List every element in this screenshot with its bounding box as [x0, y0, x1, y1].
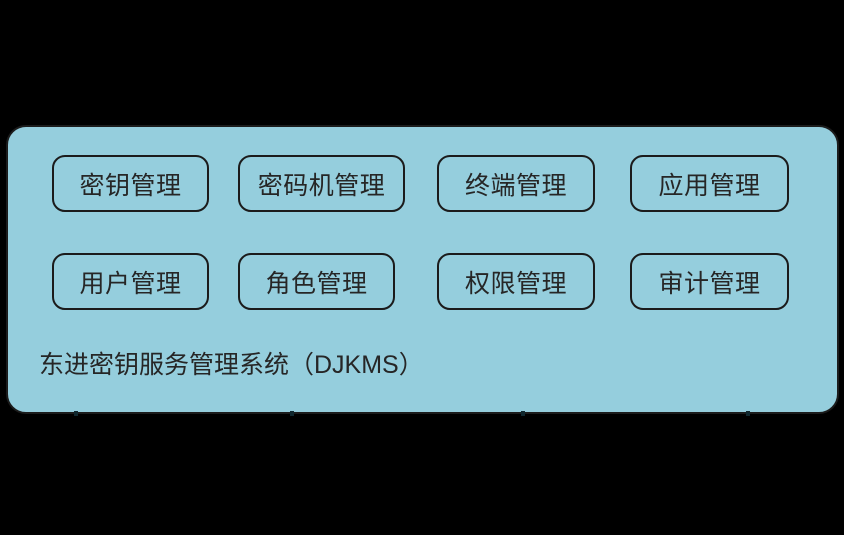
module-box-terminal-management: 终端管理 [437, 155, 595, 212]
module-box-application-management: 应用管理 [630, 155, 789, 212]
module-label-cipher-machine-management: 密码机管理 [257, 171, 386, 200]
module-box-user-management: 用户管理 [52, 253, 209, 310]
connector-stub [290, 411, 294, 416]
module-label-application-management: 应用管理 [658, 171, 761, 200]
kms-system-panel: 密钥管理 密码机管理 终端管理 应用管理 用户管理 角色管理 权限管理 审计管理… [6, 125, 839, 414]
module-box-key-management: 密钥管理 [52, 155, 209, 212]
module-label-audit-management: 审计管理 [658, 269, 761, 298]
connector-stub [74, 411, 78, 416]
module-label-role-management: 角色管理 [265, 269, 368, 298]
module-box-role-management: 角色管理 [238, 253, 395, 310]
module-label-permission-management: 权限管理 [464, 269, 567, 298]
connector-stub [746, 411, 750, 416]
module-box-permission-management: 权限管理 [437, 253, 595, 310]
module-box-audit-management: 审计管理 [630, 253, 789, 310]
system-title: 东进密钥服务管理系统（DJKMS） [39, 351, 424, 379]
module-label-terminal-management: 终端管理 [464, 171, 567, 200]
module-label-user-management: 用户管理 [79, 269, 182, 298]
module-box-cipher-machine-management: 密码机管理 [238, 155, 405, 212]
module-label-key-management: 密钥管理 [79, 171, 182, 200]
connector-stub [521, 411, 525, 416]
